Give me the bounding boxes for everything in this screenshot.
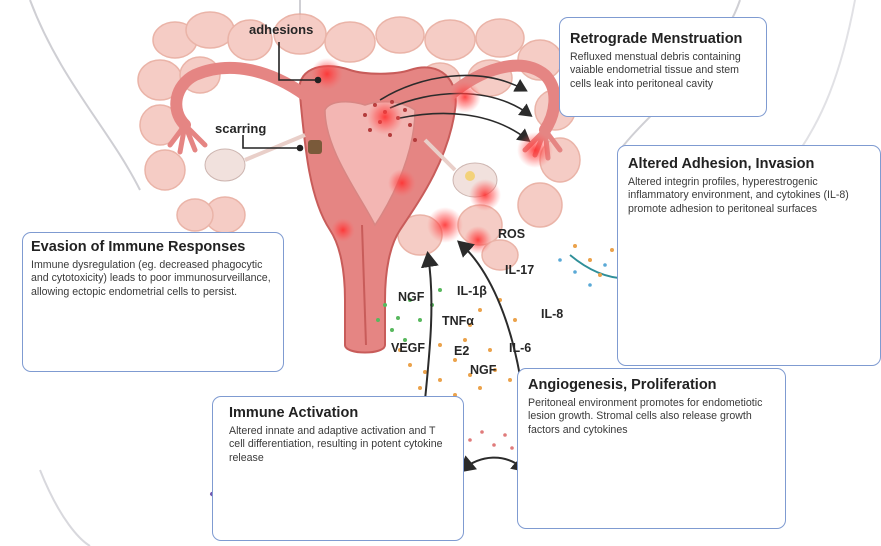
- retrograde-title: Retrograde Menstruation: [570, 31, 756, 48]
- retrograde-menstruation-box: Retrograde Menstruation Refluxed menstua…: [559, 17, 767, 117]
- retrograde-text: Refluxed menstual debris containing vaia…: [570, 51, 756, 91]
- mediator-e2: E2: [454, 344, 469, 358]
- angiogenesis-box: Angiogenesis, Proliferation Peritoneal e…: [517, 368, 786, 529]
- mediator-il6: IL-6: [509, 341, 531, 355]
- mediator-ros: ROS: [498, 227, 525, 241]
- altered-adhesion-box: Altered Adhesion, Invasion Altered integ…: [617, 145, 881, 366]
- adhesion-title: Altered Adhesion, Invasion: [628, 156, 870, 173]
- adhesion-text: Altered integrin profiles, hyperestrogen…: [628, 176, 866, 216]
- evasion-immune-box: Evasion of Immune Responses Immune dysre…: [22, 232, 284, 372]
- mediator-ngf-2: NGF: [470, 363, 496, 377]
- angio-title: Angiogenesis, Proliferation: [528, 377, 775, 394]
- evasion-title: Evasion of Immune Responses: [31, 239, 275, 256]
- evasion-text: Immune dysregulation (eg. decreased phag…: [31, 259, 275, 299]
- adhesions-label: adhesions: [249, 22, 313, 37]
- mediator-il17: IL-17: [505, 263, 534, 277]
- mediator-tnfa: TNFα: [442, 314, 474, 328]
- mediator-il8: IL-8: [541, 307, 563, 321]
- scarring-label: scarring: [215, 121, 266, 136]
- mediator-vegf: VEGF: [391, 341, 425, 355]
- mediator-ngf-1: NGF: [398, 290, 424, 304]
- immune-title: Immune Activation: [229, 405, 447, 422]
- mediator-il1b: IL-1β: [457, 284, 487, 298]
- scar-tissue: [308, 140, 322, 154]
- immune-activation-box: Immune Activation Altered innate and ada…: [212, 396, 464, 541]
- immune-text: Altered innate and adaptive activation a…: [229, 425, 447, 465]
- angio-text: Peritoneal environment promotes for endo…: [528, 397, 775, 437]
